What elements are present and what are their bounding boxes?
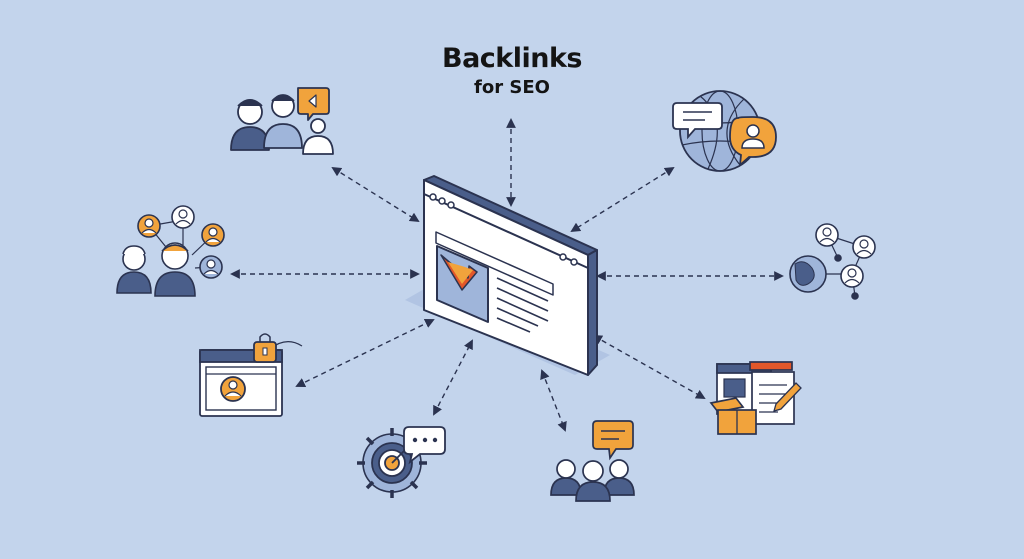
connector-global [570, 166, 675, 233]
title-main: Backlinks [441, 43, 583, 74]
documents-box-icon [709, 361, 802, 435]
central-website [405, 175, 610, 376]
globe-chat-icon [672, 90, 777, 172]
connector-community [540, 369, 567, 432]
diagram-title: Backlinks for SEO [412, 42, 612, 100]
globe-network-icon [789, 223, 876, 300]
gear-target-icon [357, 426, 446, 498]
connector-publishing [592, 335, 706, 399]
connector-target [433, 339, 473, 416]
social-network-icon [116, 205, 225, 297]
connector-team [331, 166, 420, 223]
connector-profile [295, 319, 435, 387]
people-group-icon [230, 87, 334, 155]
community-chat-icon [550, 420, 635, 502]
title-sub: for SEO [474, 77, 550, 98]
secure-profile-icon [199, 333, 303, 417]
